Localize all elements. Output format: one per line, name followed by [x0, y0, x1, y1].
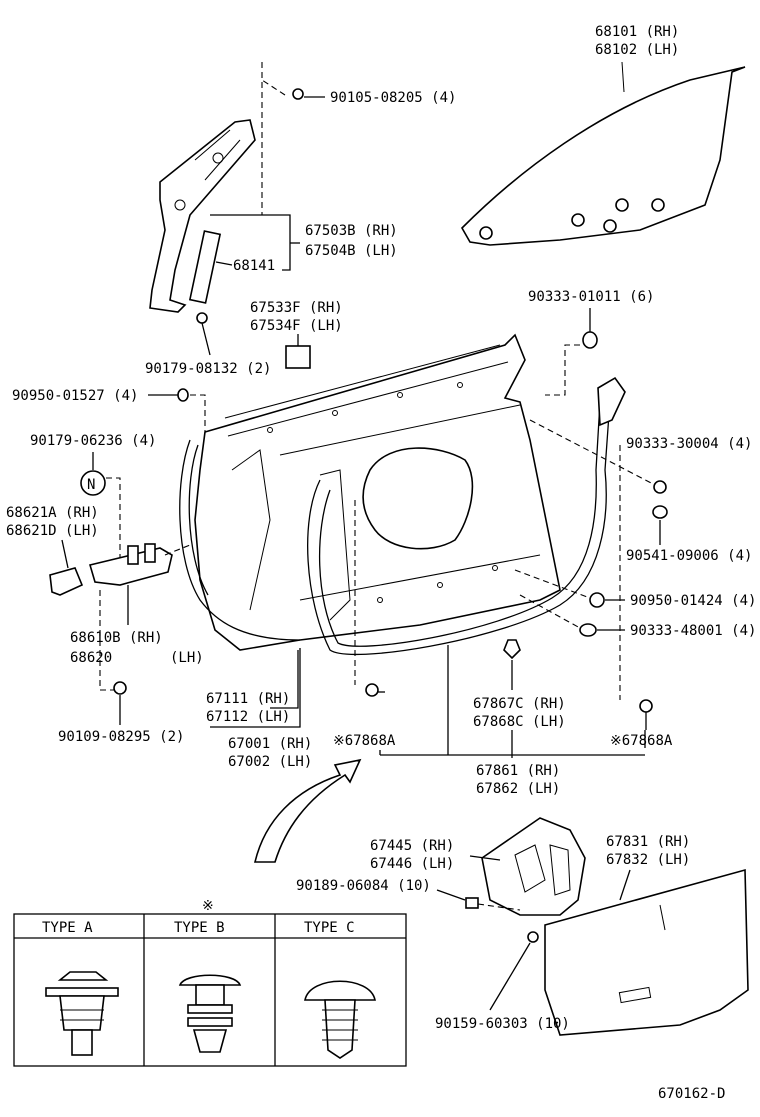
check-rh-label: 68621A (RH) — [6, 505, 99, 521]
bolt-90179-06236-label: 90179-06236 (4) — [30, 433, 156, 449]
channel-label: 68141 — [233, 258, 275, 274]
nut-mark-label: N — [87, 477, 95, 493]
trim-rh-label: 67831 (RH) — [606, 834, 690, 850]
cover-rh-label: 67445 (RH) — [370, 838, 454, 854]
type-a-clip — [45, 971, 119, 1056]
seal-rh-label: 67861 (RH) — [476, 763, 560, 779]
panel-lh-label: 67002 (LH) — [228, 754, 312, 770]
clip-lh-label: 67868C (LH) — [473, 714, 566, 730]
door-hinge — [88, 543, 173, 586]
screw-90159 — [489, 931, 539, 1011]
bolt-90179-08132-label: 90179-08132 (2) — [145, 361, 271, 377]
view-arrow — [253, 758, 362, 863]
weatherstrip-rh-label: 67111 (RH) — [206, 691, 290, 707]
plug-90333-48001-label: 90333-48001 (4) — [630, 623, 756, 639]
check-lh-label: 68621D (LH) — [6, 523, 99, 539]
door-panel — [194, 333, 561, 651]
type-b-clip — [178, 974, 242, 1053]
type-a-header: TYPE A — [42, 920, 93, 936]
door-trim — [544, 868, 749, 1036]
clip-rh-label: 67867C (RH) — [473, 696, 566, 712]
bolt-90109-label: 90109-08295 (2) — [58, 729, 184, 745]
type-table-mark: ※ — [202, 898, 214, 914]
glass-rh-label: 68101 (RH) — [595, 24, 679, 40]
bracket-lh-label: 67534F (LH) — [250, 318, 343, 334]
clip-67868a-right — [639, 699, 653, 730]
cushion-90541-label: 90541-09006 (4) — [626, 548, 752, 564]
nut-mark: N — [80, 470, 106, 496]
window-regulator — [149, 119, 256, 313]
type-c-clip — [304, 980, 376, 1059]
hinge-lh-side-label: (LH) — [170, 650, 204, 666]
type-c-header: TYPE C — [304, 920, 355, 936]
screw-90189 — [436, 889, 479, 909]
hinge-lh-label: 68620 — [70, 650, 112, 666]
hinge-rh-label: 68610B (RH) — [70, 630, 163, 646]
clip-67868a-left — [365, 683, 385, 697]
bolt-90179-08132 — [196, 312, 211, 356]
grommet-90950-01424-label: 90950-01424 (4) — [630, 593, 756, 609]
service-hole-cover — [481, 817, 586, 916]
clip-a-left-label: ※67868A — [333, 733, 396, 749]
type-table: TYPE A TYPE B TYPE C — [13, 913, 407, 1067]
door-glass — [461, 61, 746, 246]
regulator-lh-label: 67504B (LH) — [305, 243, 398, 259]
bracket-rh-label: 67533F (RH) — [250, 300, 343, 316]
trim-lh-label: 67832 (LH) — [606, 852, 690, 868]
plug-90333-30004-label: 90333-30004 (4) — [626, 436, 752, 452]
cover-lh-label: 67446 (LH) — [370, 856, 454, 872]
panel-rh-label: 67001 (RH) — [228, 736, 312, 752]
bracket — [285, 345, 311, 369]
door-check — [49, 567, 84, 596]
diagram-code: 670162-D — [658, 1086, 725, 1102]
screw-90189-label: 90189-06084 (10) — [296, 878, 431, 894]
bolt-90105 — [292, 88, 325, 100]
weatherstrip-lh-label: 67112 (LH) — [206, 709, 290, 725]
grommet-90950-01527-label: 90950-01527 (4) — [12, 388, 138, 404]
seal-lh-label: 67862 (LH) — [476, 781, 560, 797]
clip-a-right-label: ※67868A — [610, 733, 673, 749]
bolt-90109 — [113, 681, 127, 725]
screw-90159-label: 90159-60303 (10) — [435, 1016, 570, 1032]
clip-67867c — [503, 639, 521, 690]
bolt-90105-label: 90105-08205 (4) — [330, 90, 456, 106]
plug-90333-01011-label: 90333-01011 (6) — [528, 289, 654, 305]
glass-lh-label: 68102 (LH) — [595, 42, 679, 58]
type-b-header: TYPE B — [174, 920, 225, 936]
regulator-rh-label: 67503B (RH) — [305, 223, 398, 239]
